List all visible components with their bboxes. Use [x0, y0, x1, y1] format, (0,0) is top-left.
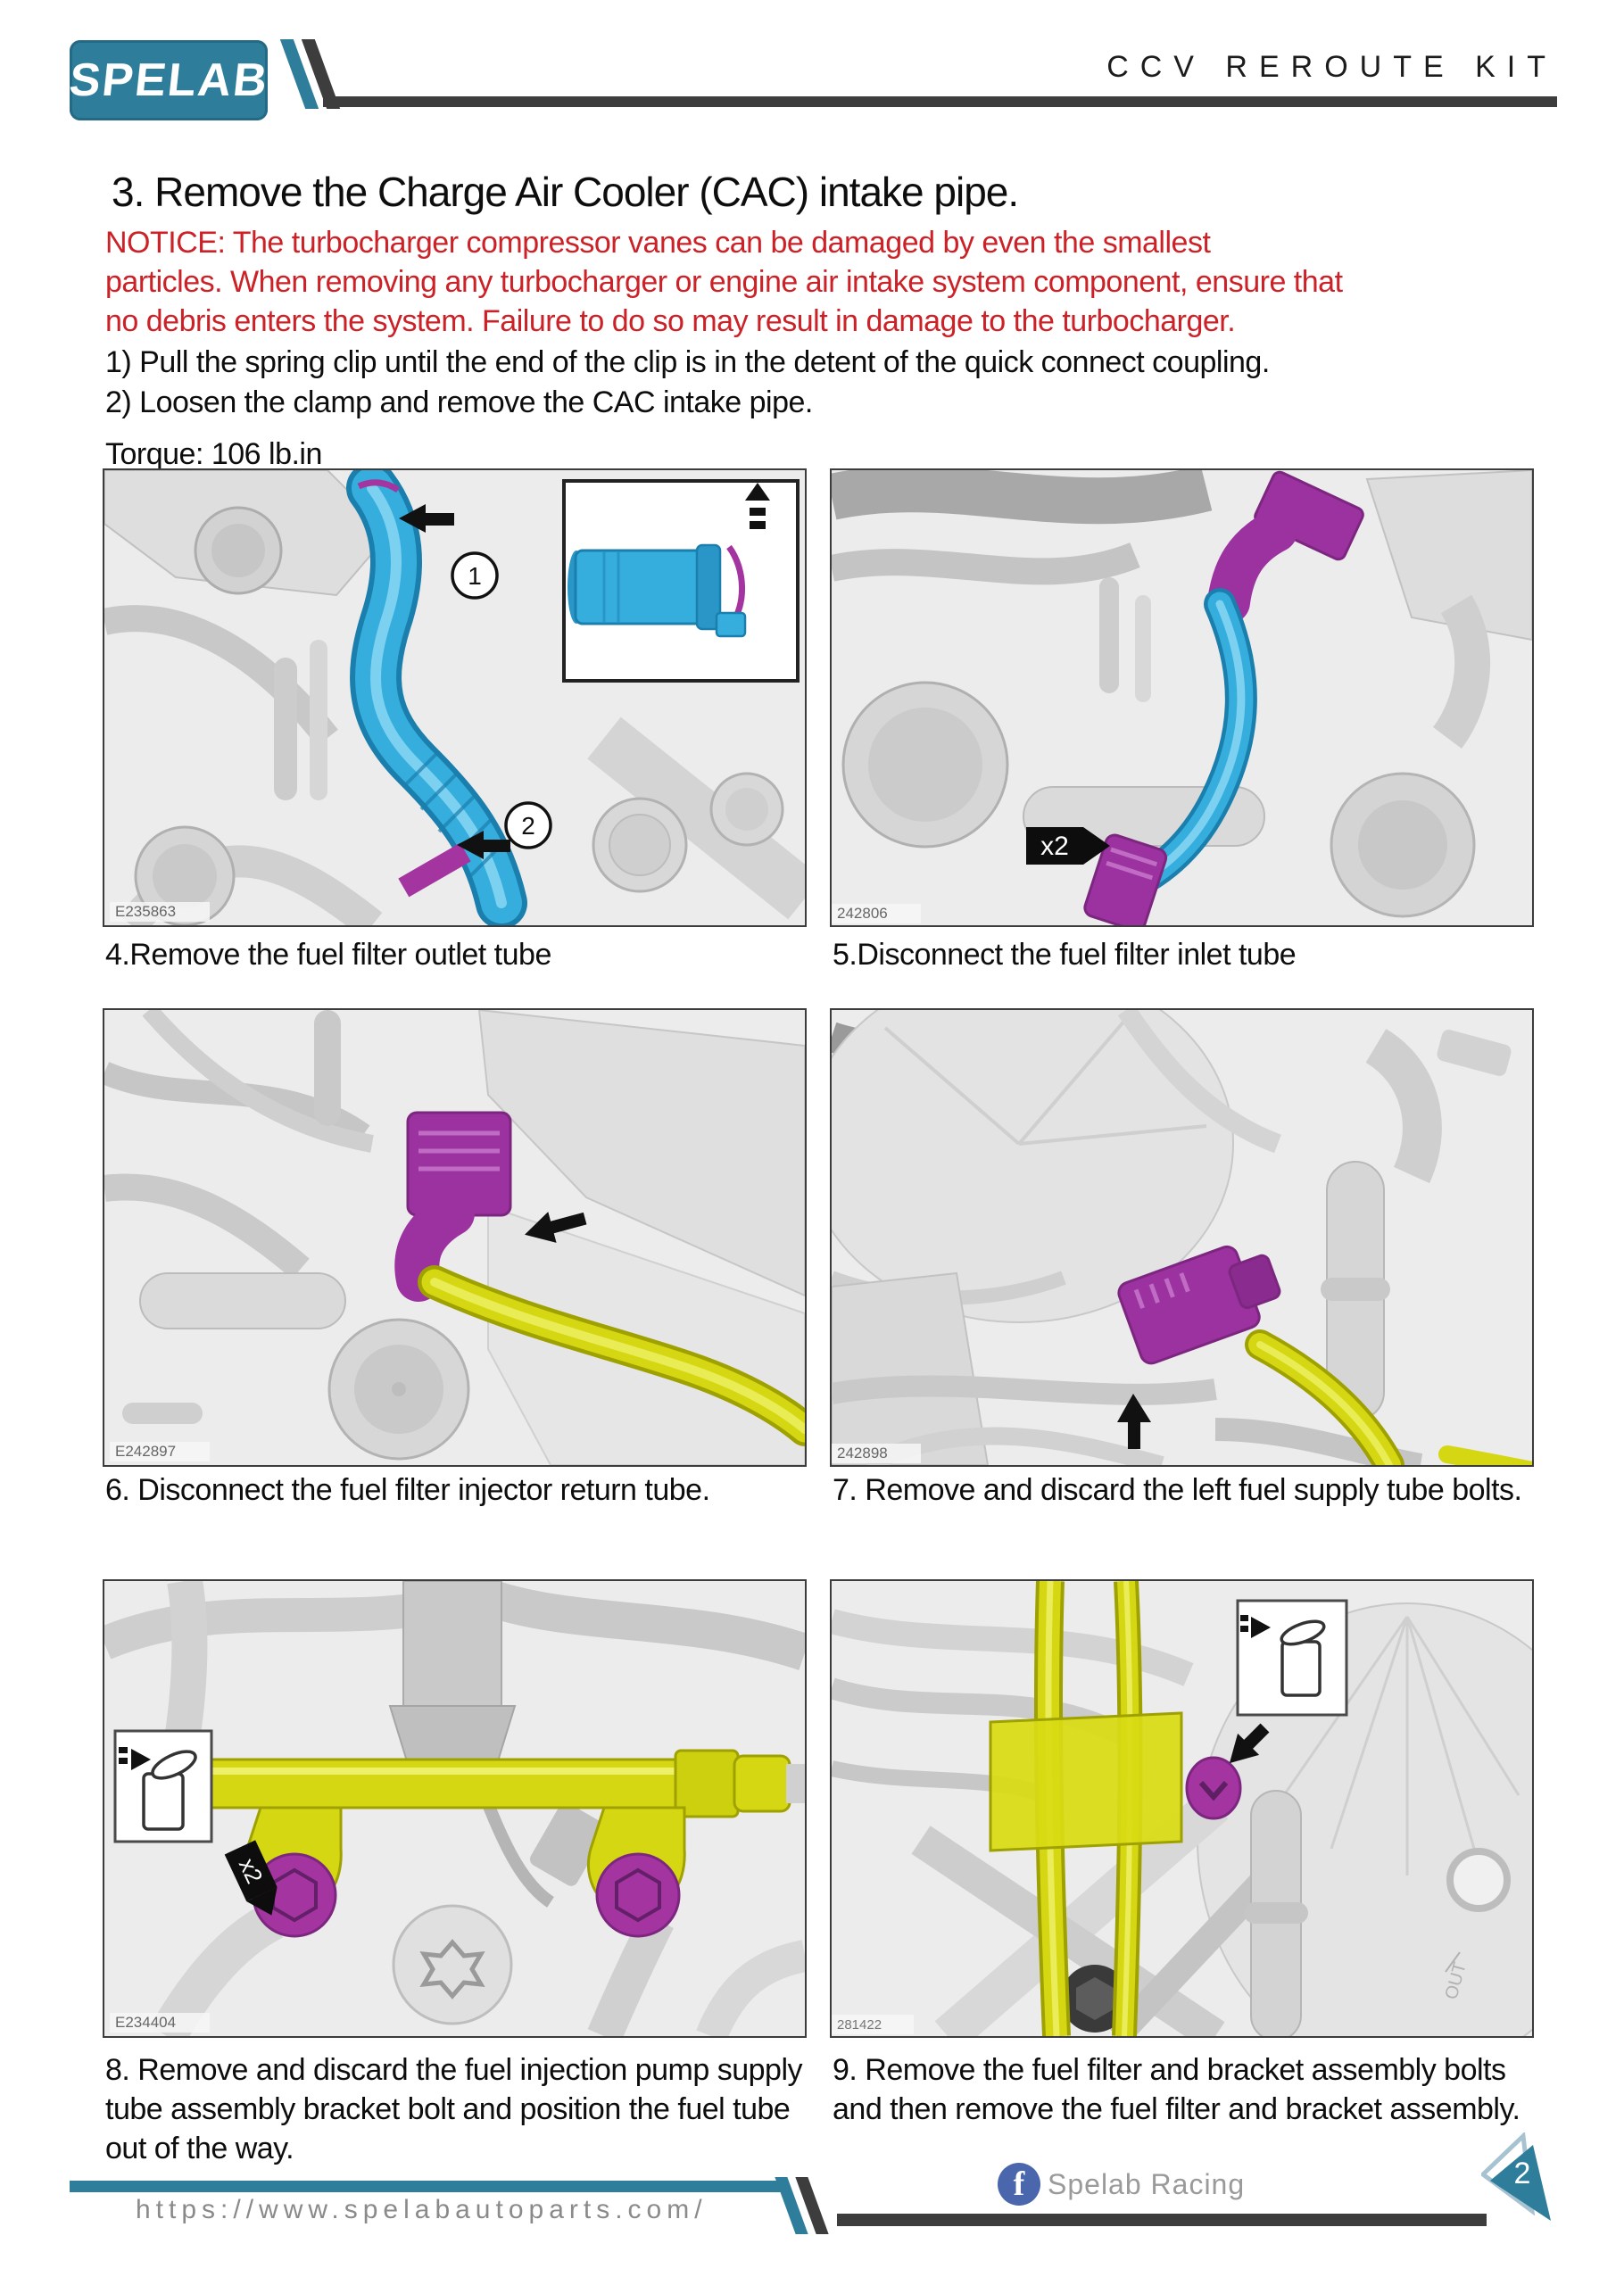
- step-1: 1) Pull the spring clip until the end of…: [105, 345, 1270, 379]
- clamp-highlight: [398, 842, 471, 898]
- figure-fuel-filter-inlet-tube: x2 242806: [830, 468, 1534, 927]
- dashed-arrow-icon: [119, 1747, 151, 1770]
- cac-pipe-highlight: [346, 470, 527, 925]
- caption-step-8: 8. Remove and discard the fuel injection…: [105, 2053, 803, 2165]
- pointer-arrow-icon: [525, 1212, 587, 1243]
- notice-line-1: NOTICE: The turbocharger compressor vane…: [105, 226, 1211, 260]
- social-link[interactable]: f Spelab Racing: [998, 2163, 1245, 2206]
- purple-fitting-highlight: [1117, 1245, 1281, 1365]
- notice-line-2: particles. When removing any turbocharge…: [105, 265, 1343, 299]
- x2-count-tag: x2: [1026, 827, 1110, 865]
- pointer-arrow-icon: [1229, 1723, 1270, 1764]
- torque-spec: Torque: 106 lb.in: [105, 437, 322, 471]
- spring-clip-highlight: [357, 479, 400, 493]
- step-2: 2) Loosen the clamp and remove the CAC i…: [105, 385, 813, 419]
- footer-teal-bar: [70, 2181, 789, 2192]
- figure-injection-pump-supply-tube: x2 E234404: [103, 1579, 807, 2038]
- footer-dark-bar: [837, 2214, 1487, 2226]
- kit-title: CCV REROUTE KIT: [1106, 50, 1557, 84]
- purple-elbow-highlight: [1207, 470, 1364, 624]
- pointer-arrow-2-icon: [457, 831, 510, 859]
- purple-connector-highlight: [1083, 833, 1168, 925]
- dashed-arrow-up-icon: [745, 483, 770, 529]
- figure-injector-return-tube: E242897: [103, 1008, 807, 1467]
- site-url[interactable]: https://www.spelabautoparts.com/: [136, 2195, 708, 2224]
- x2-count-tag: x2: [224, 1840, 278, 1916]
- svg-text:242898: 242898: [837, 1445, 888, 1461]
- bolt-highlight-right: [595, 1852, 681, 1938]
- notice-text: NOTICE: The turbocharger compressor vane…: [105, 223, 1587, 341]
- caption-step-4: 4.Remove the fuel filter outlet tube: [105, 938, 551, 972]
- engine-illustration-filter-bracket: OUT: [832, 1581, 1532, 2036]
- engine-background-shapes: [832, 1010, 1512, 1465]
- engine-illustration-supply-tube: 242898: [832, 1010, 1532, 1465]
- caption-step-7: 7. Remove and discard the left fuel supp…: [833, 1473, 1522, 1507]
- spelab-logo-text: SPELAB: [66, 54, 271, 106]
- figure-code: E234404: [110, 2013, 210, 2033]
- page-number: 2: [1514, 2157, 1531, 2190]
- trash-can-icon: [1280, 1619, 1326, 1697]
- facebook-icon[interactable]: f: [998, 2163, 1040, 2206]
- engine-illustration-fuel-rail: x2 E234404: [104, 1581, 805, 2036]
- engine-illustration-inlet: x2 242806: [832, 470, 1532, 925]
- figure-fuel-filter-bracket: OUT: [830, 1579, 1534, 2038]
- svg-text:x2: x2: [1040, 832, 1069, 861]
- svg-text:E242897: E242897: [115, 1443, 176, 1460]
- bolt-highlight: [1185, 1756, 1242, 1820]
- engine-illustration-cac: 1 2: [104, 470, 805, 925]
- return-tube-highlight: [418, 1265, 805, 1446]
- purple-connector-highlight: [394, 1111, 512, 1302]
- discard-inset-icon: [1236, 1599, 1348, 1717]
- spelab-logo: SPELAB: [66, 40, 271, 120]
- svg-text:1: 1: [468, 562, 482, 590]
- inset-detail-box: [562, 479, 800, 683]
- figure-code: 281422: [832, 2015, 914, 2034]
- discard-inset-icon: [113, 1729, 213, 1843]
- section-title: 3. Remove the Charge Air Cooler (CAC) in…: [112, 169, 1019, 215]
- dashed-arrow-icon: [1240, 1615, 1271, 1638]
- figure-cac-intake-pipe: 1 2: [103, 468, 807, 927]
- engine-background-shapes: [832, 470, 1532, 918]
- caption-step-6: 6. Disconnect the fuel filter injector r…: [105, 1473, 710, 1507]
- trash-can-icon: [142, 1750, 197, 1831]
- header-rule: [323, 96, 1557, 107]
- figure-code: 242898: [832, 1444, 921, 1463]
- callout-1-badge: 1: [451, 551, 499, 600]
- engine-background-shapes: [104, 470, 805, 925]
- caption-step-5: 5.Disconnect the fuel filter inlet tube: [833, 938, 1297, 972]
- step-list: 1) Pull the spring clip until the end of…: [105, 343, 1270, 475]
- bracket-plate-highlight: [989, 1711, 1183, 1852]
- figure-code: E235863: [110, 902, 210, 922]
- supply-tube-highlight: [1245, 1329, 1532, 1465]
- pointer-arrow-up-icon: [1117, 1394, 1151, 1449]
- engine-illustration-return-tube: E242897: [104, 1010, 805, 1465]
- notice-line-3: no debris enters the system. Failure to …: [105, 304, 1236, 338]
- figure-left-fuel-supply-tube: 242898: [830, 1008, 1534, 1467]
- fuel-tube-highlights: [989, 1581, 1183, 2036]
- figure-code: 242806: [832, 904, 921, 923]
- pointer-arrow-1-icon: [399, 504, 454, 533]
- page-number-marker: 2: [1481, 2132, 1551, 2221]
- engine-background-shapes: [104, 1581, 805, 2036]
- social-label[interactable]: Spelab Racing: [1048, 2167, 1246, 2200]
- caption-step-9: 9. Remove the fuel filter and bracket as…: [833, 2053, 1520, 2126]
- svg-text:E234404: E234404: [115, 2014, 176, 2031]
- svg-text:2: 2: [521, 812, 535, 840]
- figure-code: E242897: [110, 1442, 210, 1461]
- svg-text:E235863: E235863: [115, 903, 176, 920]
- svg-text:242806: 242806: [837, 905, 888, 922]
- svg-text:281422: 281422: [837, 2017, 882, 2033]
- callout-2-badge: 2: [504, 801, 552, 849]
